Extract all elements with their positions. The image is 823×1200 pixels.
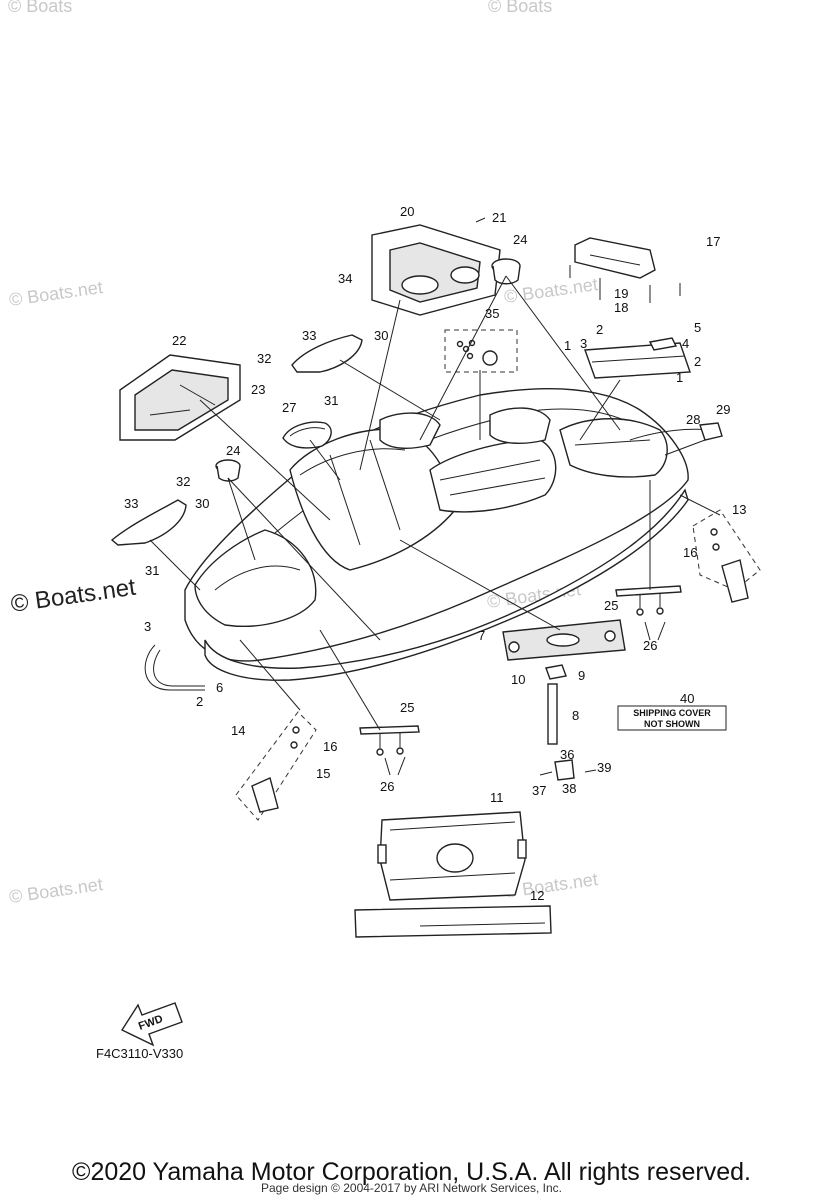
callout-1: 1 [564, 338, 571, 353]
callout-26: 26 [380, 779, 394, 794]
callout-1: 1 [676, 370, 683, 385]
callout-25: 25 [400, 700, 414, 715]
callout-32: 32 [257, 351, 271, 366]
part-1-rail [584, 337, 691, 379]
callout-28: 28 [686, 412, 700, 427]
callout-10: 10 [511, 672, 525, 687]
part-24-cup-holder [491, 258, 521, 285]
part-36-clip [554, 759, 575, 781]
callout-37: 37 [532, 783, 546, 798]
callout-30: 30 [195, 496, 209, 511]
part-12-strip [354, 905, 552, 938]
part-30-grab-handle-lower [110, 499, 187, 546]
part-25-cleat-rear [615, 585, 682, 616]
part-20-storage-lid [371, 224, 501, 316]
callout-9: 9 [578, 668, 585, 683]
page-design-credit: Page design © 2004-2017 by ARI Network S… [260, 1181, 562, 1195]
part-35-kit-box [444, 329, 518, 373]
copyright-notice: ©2020 Yamaha Motor Corporation, U.S.A. A… [72, 1158, 751, 1186]
callout-11: 11 [490, 790, 504, 805]
part-17-bracket [569, 237, 681, 303]
fwd-arrow-icon: FWD [120, 1002, 183, 1047]
callout-19: 19 [614, 286, 628, 301]
part-8-pole [547, 683, 558, 745]
part-22-storage-tub [119, 354, 241, 441]
part-7-cover-plate [502, 619, 626, 661]
callout-30: 30 [374, 328, 388, 343]
callout-13: 13 [732, 502, 746, 517]
callout-33: 33 [302, 328, 316, 343]
callout-40: 40 [680, 691, 694, 706]
callout-15: 15 [316, 766, 330, 781]
callout-36: 36 [560, 747, 574, 762]
callout-2: 2 [694, 354, 701, 369]
part-25-cleat-front [359, 725, 420, 756]
callout-3: 3 [580, 336, 587, 351]
callout-21: 21 [492, 210, 506, 225]
callout-34: 34 [338, 271, 352, 286]
watermark: © Boats.net [8, 874, 104, 907]
part-13-fitting-assembly [692, 509, 761, 603]
callout-20: 20 [400, 204, 414, 219]
part-14-fitting-assembly [235, 711, 317, 821]
callout-16: 16 [323, 739, 337, 754]
diagram-code: F4C3110-V330 [96, 1046, 183, 1061]
callout-6: 6 [216, 680, 223, 695]
part-29-connector [699, 422, 723, 441]
shipping-note-line2: NOT SHOWN [644, 719, 700, 729]
boat-deck-illustration [184, 388, 689, 681]
callout-12: 12 [530, 888, 544, 903]
callout-2: 2 [196, 694, 203, 709]
callout-5: 5 [694, 320, 701, 335]
shipping-note-line1: SHIPPING COVER [633, 708, 711, 718]
callout-25: 25 [604, 598, 618, 613]
callout-24: 24 [226, 443, 240, 458]
part-27-mirror [282, 421, 332, 449]
callout-7: 7 [478, 628, 485, 643]
callout-14: 14 [231, 723, 245, 738]
callout-31: 31 [324, 393, 338, 408]
callout-3: 3 [144, 619, 151, 634]
callout-29: 29 [716, 402, 730, 417]
callout-8: 8 [572, 708, 579, 723]
callout-24: 24 [513, 232, 527, 247]
callout-17: 17 [706, 234, 720, 249]
callout-numbers: 20 21 24 17 19 18 34 35 33 30 22 32 23 3… [124, 204, 746, 903]
callout-27: 27 [282, 400, 296, 415]
part-9-cap [545, 664, 567, 680]
callout-16: 16 [683, 545, 697, 560]
callout-18: 18 [614, 300, 628, 315]
callout-31: 31 [145, 563, 159, 578]
shipping-cover-note: SHIPPING COVER NOT SHOWN [617, 705, 727, 731]
leader-lines [149, 275, 721, 776]
callout-22: 22 [172, 333, 186, 348]
callout-33: 33 [124, 496, 138, 511]
watermark-large: © Boats.net [9, 574, 138, 618]
watermark-top-left: © Boats [8, 0, 72, 16]
part-11-cooler [377, 811, 527, 901]
part-2-line [144, 644, 205, 691]
part-30-grab-handle-upper [291, 334, 363, 373]
callout-26: 26 [643, 638, 657, 653]
watermark-top-right: © Boats [488, 0, 552, 16]
callout-23: 23 [251, 382, 265, 397]
callout-32: 32 [176, 474, 190, 489]
callout-39: 39 [597, 760, 611, 775]
part-24-cup-holder [215, 459, 241, 482]
callout-35: 35 [485, 306, 499, 321]
watermark: © Boats.net [8, 277, 104, 310]
callout-2: 2 [596, 322, 603, 337]
callout-38: 38 [562, 781, 576, 796]
callout-4: 4 [682, 336, 689, 351]
